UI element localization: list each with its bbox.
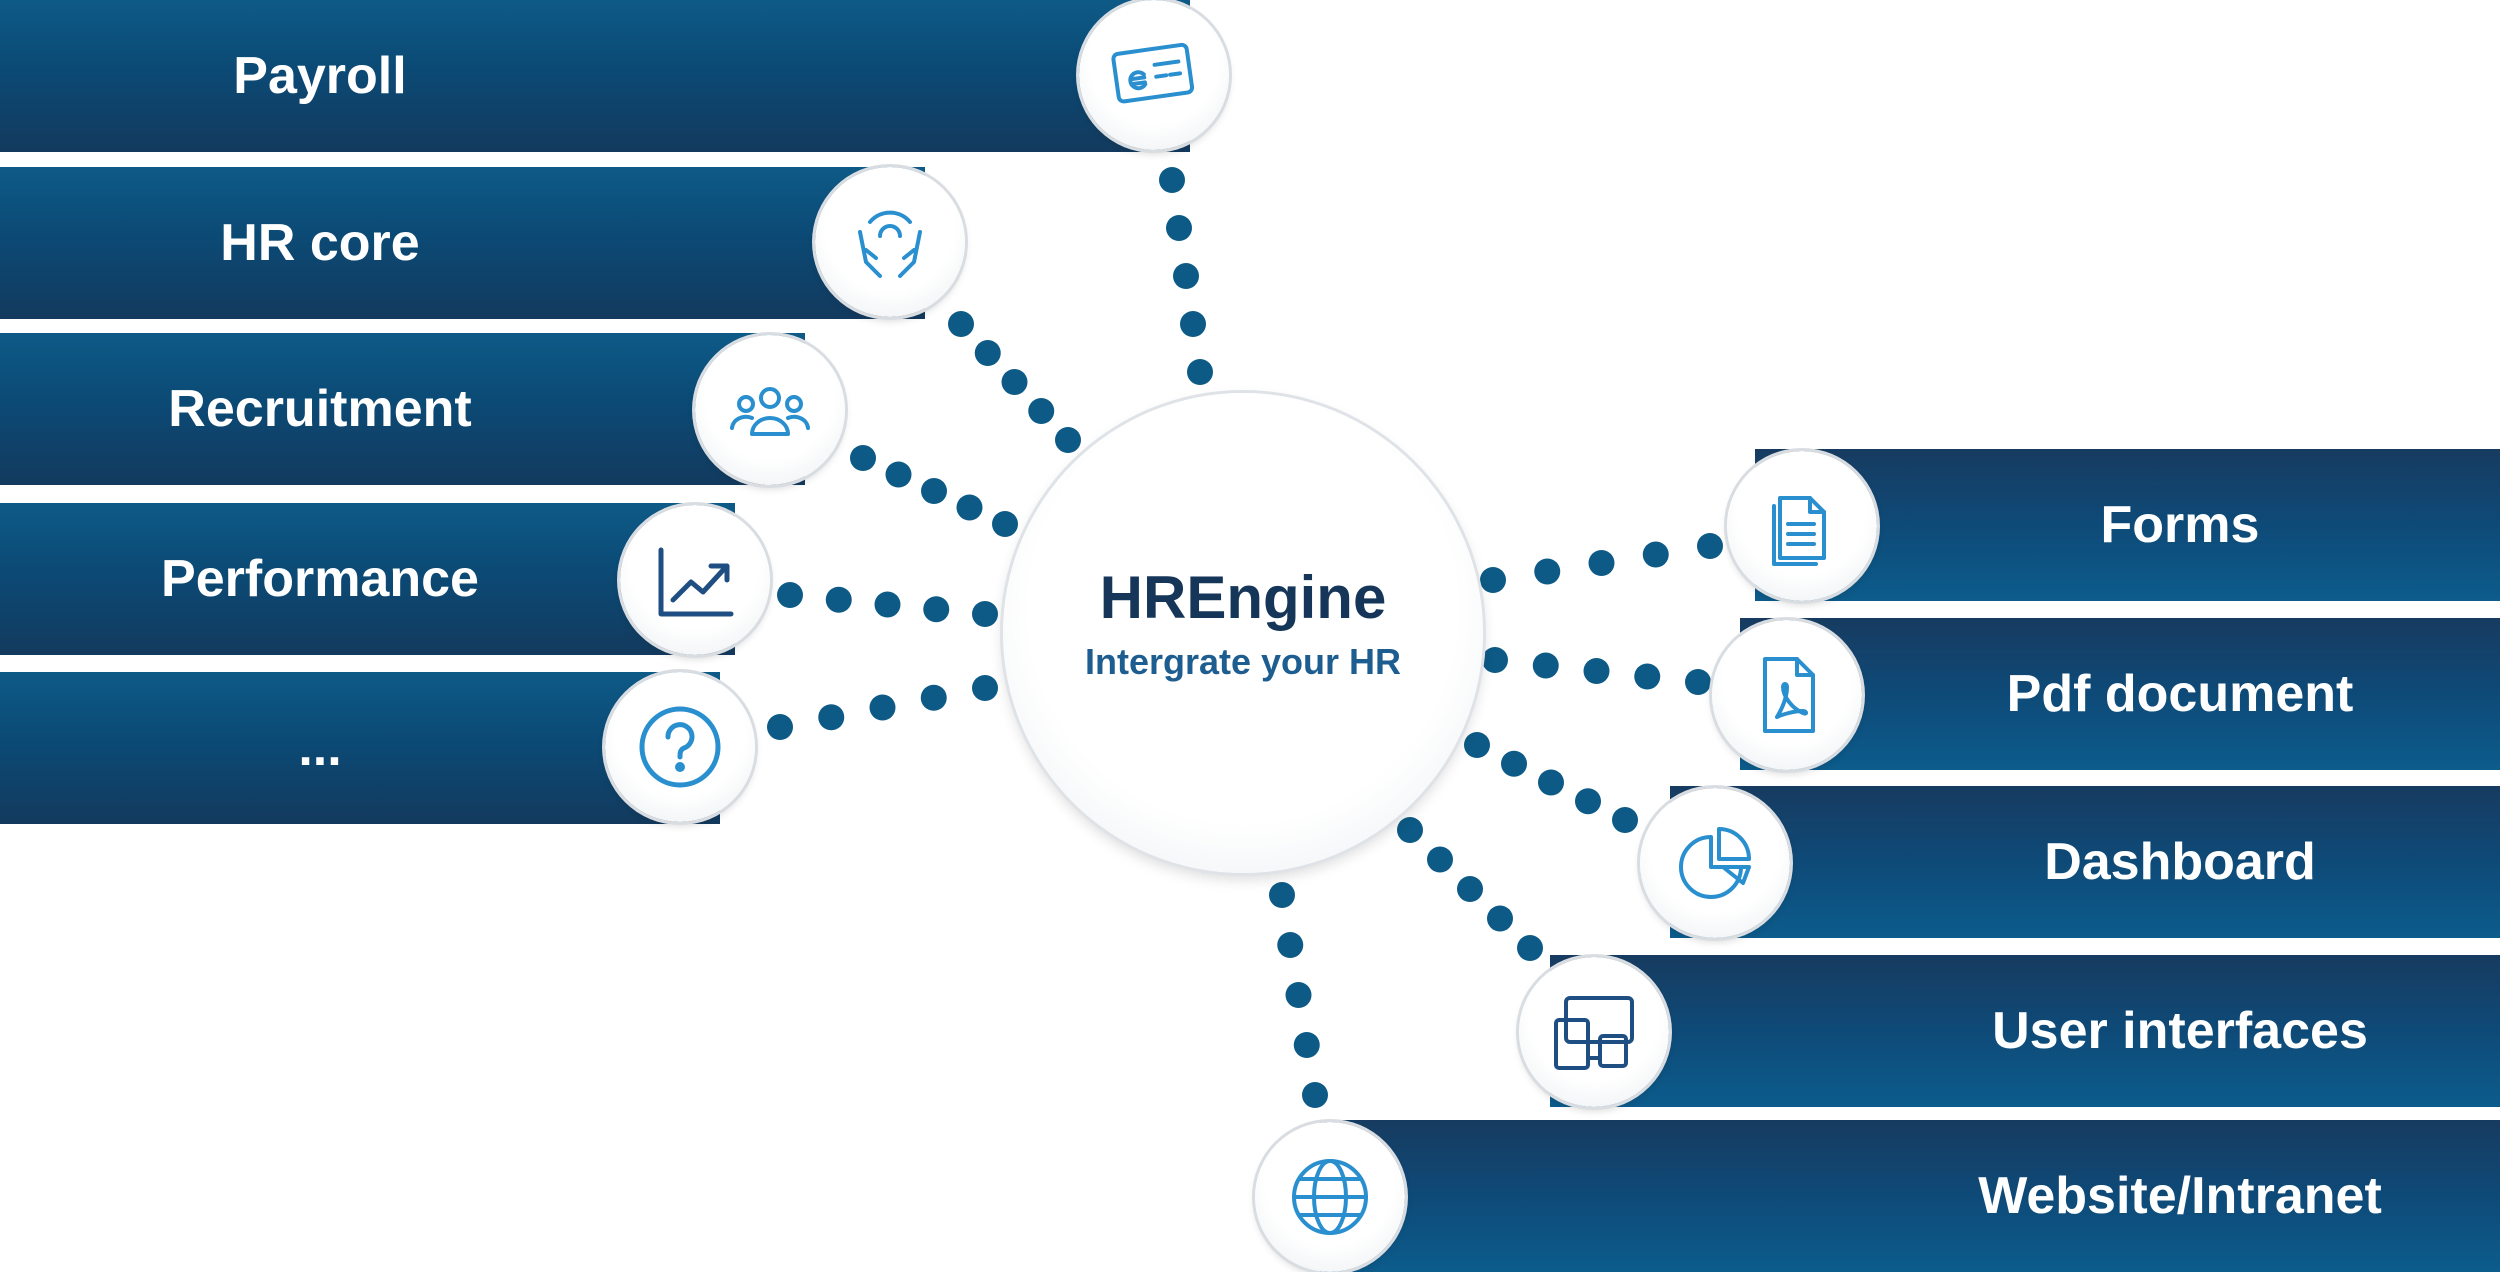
connector-dot — [1642, 541, 1669, 568]
connector-dot — [1588, 550, 1615, 576]
connector-dot — [1427, 846, 1453, 873]
connector-dot — [777, 582, 803, 608]
recruitment-label: Recruitment — [168, 380, 472, 438]
euro-card-icon[interactable] — [1079, 0, 1229, 150]
pdf-document-bar[interactable]: Pdf document — [1740, 618, 2500, 770]
connector-dot — [1482, 647, 1508, 673]
pie-chart-icon[interactable] — [1640, 788, 1790, 938]
website-intranet-bar[interactable]: Website/Intranet — [1320, 1120, 2500, 1272]
recruitment-bar[interactable]: Recruitment — [0, 333, 805, 485]
globe-icon[interactable] — [1255, 1122, 1405, 1272]
connector-dot — [818, 704, 845, 731]
connector-dot — [767, 714, 793, 740]
connector-dot — [921, 478, 947, 504]
hr-core-bar[interactable]: HR core — [0, 167, 925, 319]
hrengine-hub: HREngine Intergrate your HR — [1003, 393, 1483, 873]
connector-dot — [1285, 982, 1312, 1008]
forms-label: Forms — [2100, 496, 2260, 554]
connector-dot — [992, 511, 1018, 537]
connector-dot — [972, 675, 998, 701]
connector-dot — [1534, 558, 1561, 585]
connector-dot — [956, 494, 983, 521]
devices-icon[interactable] — [1519, 957, 1669, 1107]
connector-dot — [1187, 359, 1213, 385]
connector-dot — [1501, 750, 1527, 777]
connector-dot — [1583, 658, 1610, 684]
connector-dot — [1532, 652, 1559, 679]
connector-dot — [972, 601, 998, 627]
connector-dot — [1180, 311, 1206, 337]
connector-dot — [920, 684, 947, 711]
growth-chart-icon[interactable] — [620, 505, 770, 655]
more-bar[interactable]: ... — [0, 672, 720, 824]
connector-dot — [1001, 369, 1028, 395]
connector-dot — [1480, 567, 1506, 593]
forms-bar[interactable]: Forms — [1755, 449, 2500, 601]
hands-care-icon[interactable] — [815, 167, 965, 317]
connector-dot — [1634, 663, 1661, 690]
connector-dot — [869, 694, 896, 721]
forms-icon[interactable] — [1727, 451, 1877, 601]
connector-dot — [1685, 669, 1711, 695]
connector-dot — [1293, 1032, 1320, 1058]
connector-dot — [1575, 788, 1601, 815]
connector-dot — [1028, 398, 1055, 424]
payroll-bar[interactable]: Payroll — [0, 0, 1190, 152]
connector-dot — [1055, 427, 1081, 453]
dashboard-label: Dashboard — [2044, 833, 2316, 891]
connector-dot — [1302, 1082, 1328, 1108]
people-group-icon[interactable] — [695, 335, 845, 485]
connector-dot — [1277, 932, 1304, 958]
connector-dot — [1538, 769, 1564, 796]
connector-dot — [1697, 533, 1723, 559]
connector-dot — [1397, 817, 1423, 843]
pdf-document-label: Pdf document — [2006, 665, 2354, 723]
connector-dot — [1464, 732, 1490, 758]
payroll-label: Payroll — [233, 47, 407, 105]
user-interfaces-bar[interactable]: User interfaces — [1550, 955, 2500, 1107]
question-icon[interactable] — [605, 672, 755, 822]
connector-dot — [1457, 876, 1483, 902]
connector-dot — [1487, 905, 1513, 932]
website-intranet-label: Website/Intranet — [1978, 1167, 2382, 1225]
hr-core-label: HR core — [220, 214, 420, 272]
pdf-document-icon[interactable] — [1712, 620, 1862, 770]
performance-label: Performance — [161, 550, 479, 608]
connector-dot — [923, 596, 950, 623]
connector-dot — [1269, 882, 1295, 908]
connector-dot — [974, 340, 1001, 366]
performance-bar[interactable]: Performance — [0, 503, 735, 655]
connector-dot — [874, 591, 901, 618]
connector-dot — [825, 586, 852, 613]
more-label: ... — [298, 719, 342, 777]
hub-subtitle: Intergrate your HR — [1084, 641, 1402, 682]
connector-dot — [1173, 263, 1199, 289]
connector-dot — [1612, 807, 1638, 833]
connector-dot — [1166, 215, 1192, 241]
user-interfaces-label: User interfaces — [1992, 1002, 2368, 1060]
hub-title: HREngine — [1099, 564, 1387, 631]
connector-dot — [948, 311, 974, 337]
dashboard-bar[interactable]: Dashboard — [1670, 786, 2500, 938]
connector-dot — [1159, 167, 1185, 193]
connector-dot — [1517, 935, 1543, 961]
connector-dot — [850, 445, 876, 471]
connector-dot — [885, 461, 912, 488]
